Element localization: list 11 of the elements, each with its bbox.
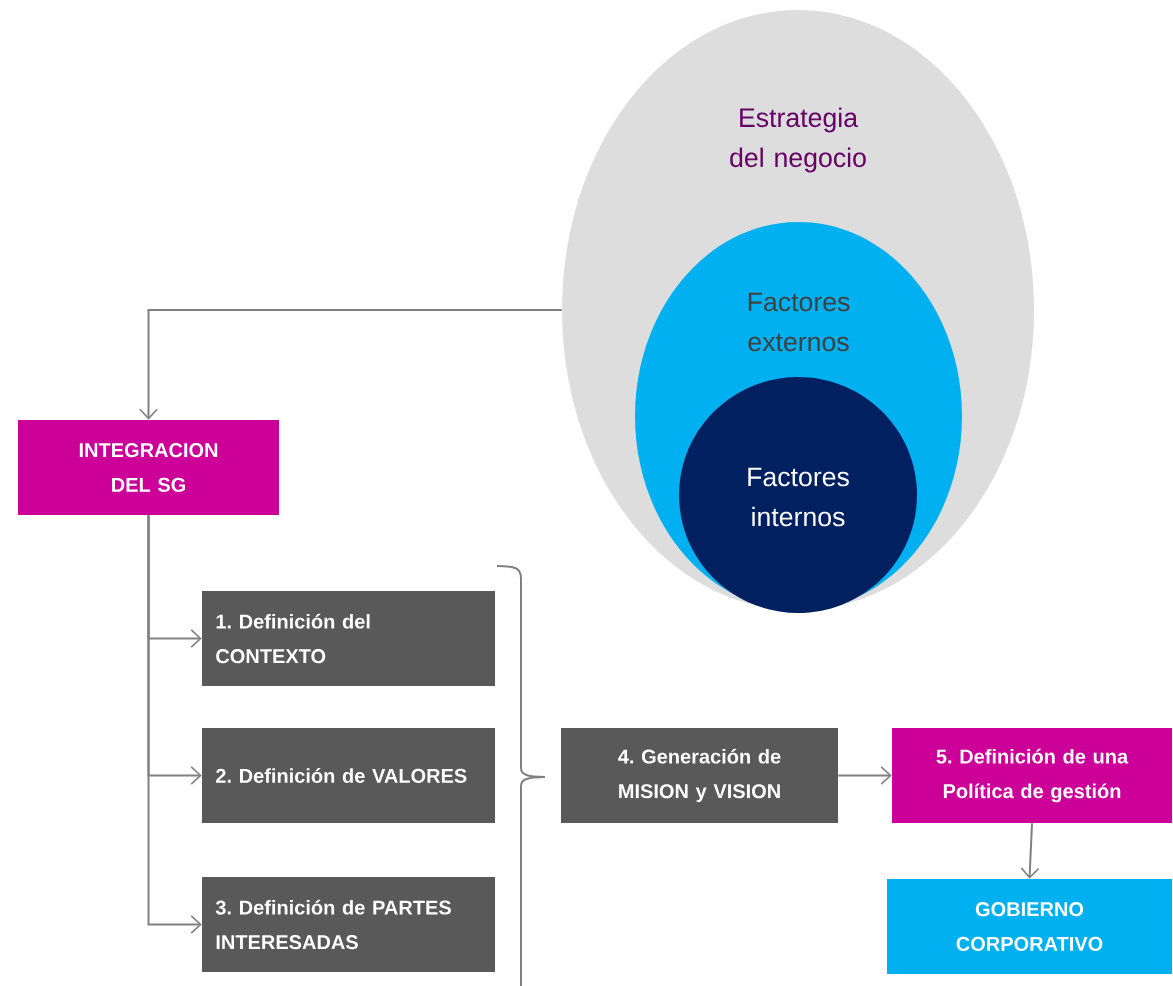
process-box: INTEGRACION DEL SG <box>18 420 279 515</box>
arrow <box>837 766 892 785</box>
process-box: 4. Generación de MISION y VISION <box>561 728 838 823</box>
process-box: GOBIERNO CORPORATIVO <box>887 879 1172 974</box>
process-box: 2. Definición de VALORES <box>202 728 495 823</box>
process-box: 3. Definición de PARTES INTERESADAS <box>202 877 495 972</box>
arrow <box>147 514 202 934</box>
process-box: 1. Definición del CONTEXTO <box>202 591 495 686</box>
arrow <box>1020 822 1040 879</box>
process-box: 5. Definición de una Política de gestión <box>892 728 1172 823</box>
arrow <box>139 309 563 420</box>
